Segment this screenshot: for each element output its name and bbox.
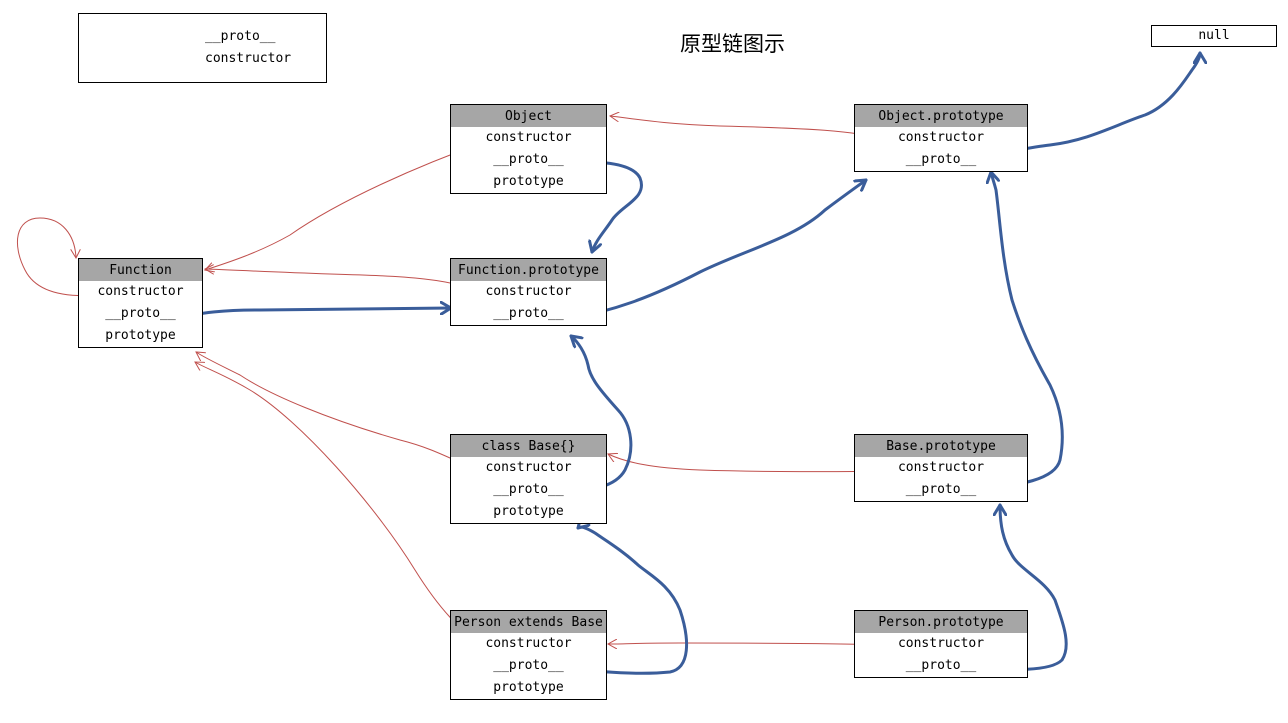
function-box-title: Function [79, 259, 202, 281]
proto-arrow-person-to-base [565, 527, 689, 675]
legend-proto-label: __proto__ [205, 29, 276, 44]
object-prototype-proto-row: __proto__ [905, 152, 977, 167]
proto-arrow-function-to-funcproto [171, 308, 453, 320]
constructor-arrow-objproto [610, 116, 896, 143]
proto-arrow-base-to-funcproto [563, 334, 633, 494]
base-class-box: class Base{} constructor __proto__ proto… [450, 434, 607, 524]
diagram-title: 原型链图示 [680, 32, 785, 56]
constructor-arrow-function-self [17, 217, 99, 297]
null-box: null [1151, 25, 1277, 47]
constructor-arrow-object [205, 141, 486, 270]
legend: __proto__ constructor [78, 13, 327, 83]
person-prototype-box: Person.prototype constructor __proto__ [854, 610, 1028, 678]
function-prototype-box-title: Function.prototype [451, 259, 606, 281]
base-class-box-title: class Base{} [451, 435, 606, 457]
person-proto-row: __proto__ [493, 658, 564, 673]
base-constructor-row: constructor [485, 460, 572, 475]
proto-arrow-baseproto-to-objproto [974, 170, 1064, 492]
function-prototype-row: prototype [105, 328, 176, 343]
function-constructor-row: constructor [97, 284, 184, 299]
base-prototype-row: prototype [493, 504, 564, 519]
function-proto-row: __proto__ [105, 306, 176, 321]
person-prototype-proto-row: __proto__ [905, 658, 977, 673]
object-prototype-row: prototype [493, 174, 564, 189]
person-prototype-row: prototype [493, 680, 564, 695]
proto-arrow-funcproto-to-objproto [568, 178, 868, 320]
proto-arrow-objproto-to-null [971, 51, 1200, 159]
object-prototype-box: Object.prototype constructor __proto__ [854, 104, 1028, 172]
object-box: Object constructor __proto__ prototype [450, 104, 607, 194]
person-class-box-title: Person extends Base [451, 611, 606, 633]
function-prototype-constructor-row: constructor [485, 284, 572, 299]
constructor-arrow-baseproto [608, 454, 896, 473]
constructor-arrow-base [196, 352, 486, 473]
person-prototype-box-title: Person.prototype [855, 611, 1027, 633]
person-class-box: Person extends Base constructor __proto_… [450, 610, 607, 700]
base-prototype-box: Base.prototype constructor __proto__ [854, 434, 1028, 502]
proto-arrow-personproto-to-baseproto [974, 503, 1068, 672]
object-prototype-constructor-row: constructor [897, 130, 985, 145]
object-prototype-box-title: Object.prototype [855, 105, 1027, 127]
person-prototype-constructor-row: constructor [897, 636, 985, 651]
base-prototype-box-title: Base.prototype [855, 435, 1027, 457]
constructor-arrow-personproto [608, 643, 896, 645]
object-constructor-row: constructor [485, 130, 572, 145]
object-proto-row: __proto__ [493, 152, 564, 167]
object-box-title: Object [451, 105, 606, 127]
base-prototype-proto-row: __proto__ [905, 482, 977, 497]
base-prototype-constructor-row: constructor [897, 460, 985, 475]
function-prototype-proto-row: __proto__ [493, 306, 564, 321]
legend-constructor-label: constructor [205, 51, 292, 66]
function-box: Function constructor __proto__ prototype [78, 258, 203, 348]
base-proto-row: __proto__ [493, 482, 564, 497]
constructor-arrow-funcproto [205, 269, 486, 297]
constructor-arrow-person [195, 362, 486, 649]
person-constructor-row: constructor [485, 636, 572, 651]
function-prototype-box: Function.prototype constructor __proto__ [450, 258, 607, 326]
